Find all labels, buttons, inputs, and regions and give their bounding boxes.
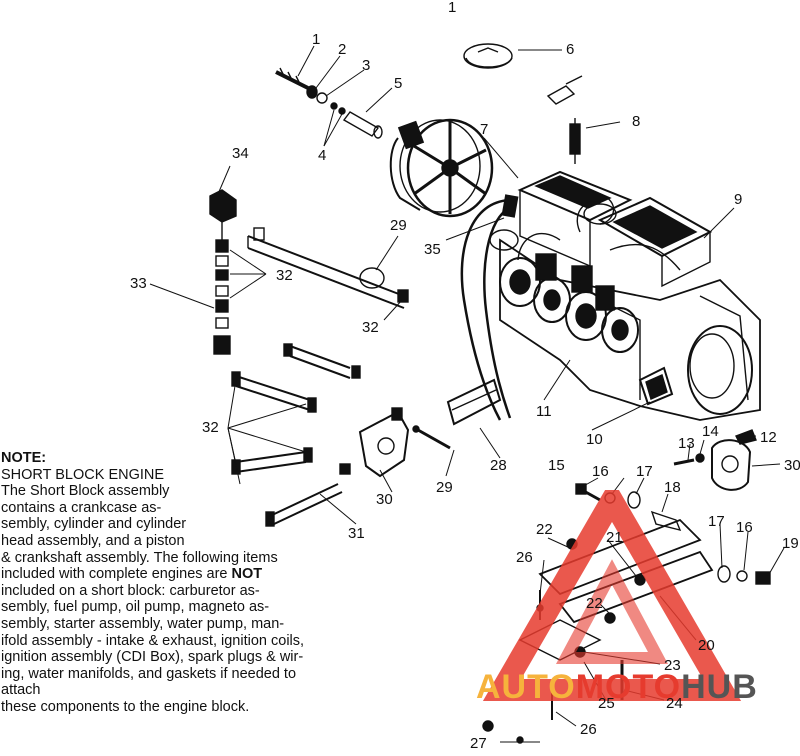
callout-20: 20 (698, 637, 715, 654)
note-line: sembly, cylinder and cylinder (1, 516, 187, 533)
note-line: included with complete engines are NOT (1, 566, 331, 583)
callout-26-lower: 26 (580, 721, 597, 738)
spark-plug-parts (546, 75, 583, 164)
callout-1: 1 (312, 31, 321, 48)
callout-12: 12 (760, 429, 777, 446)
callout-6: 6 (566, 41, 575, 58)
callout-29-lower: 29 (436, 479, 453, 496)
callout-28: 28 (490, 457, 507, 474)
note-line: these components to the engine block. (1, 698, 250, 715)
right-pump (673, 429, 757, 491)
callout-16-lower: 16 (736, 519, 753, 536)
watermark-moto: MOTO (575, 668, 682, 706)
callout-33: 33 (130, 275, 147, 292)
callout-25: 25 (598, 695, 615, 712)
engine-block (489, 170, 761, 421)
note-line: sembly, fuel pump, oil pump, magneto as- (1, 599, 270, 616)
lower-hoses (231, 371, 410, 527)
callout-3: 3 (362, 57, 371, 74)
callout-2: 2 (338, 41, 347, 58)
bolt-assembly (275, 67, 383, 139)
callout-32-middle: 32 (362, 319, 379, 336)
callout-19: 19 (782, 535, 799, 552)
callout-30-right: 30 (784, 457, 800, 474)
callout-16-upper: 16 (592, 463, 609, 480)
note-line: head assembly, and a piston (1, 532, 185, 549)
callout-13: 13 (678, 435, 695, 452)
callout-32-lower: 32 (202, 419, 219, 436)
ignition-box (446, 378, 502, 426)
callout-31: 31 (348, 525, 365, 542)
note-line: included on a short block: carburetor as… (1, 582, 260, 599)
note-line: & crankshaft assembly. The following ite… (1, 549, 278, 566)
note-line: SHORT BLOCK ENGINE (1, 466, 165, 483)
note-line: ifold assembly - intake & exhaust, ignit… (1, 632, 305, 649)
watermark-hub: HUB (681, 668, 758, 706)
short-block-note: NOTE: SHORT BLOCK ENGINE The Short Block… (1, 450, 331, 716)
callout-30-left: 30 (376, 491, 393, 508)
callout-15: 15 (548, 457, 565, 474)
callout-18: 18 (664, 479, 681, 496)
callout-27: 27 (470, 735, 487, 752)
callout-23: 23 (664, 657, 681, 674)
watermark-auto: AUTO (476, 668, 576, 706)
note-line: contains a crankcase as- (1, 499, 162, 516)
note-line-text: included with complete engines are (1, 566, 228, 583)
callout-14: 14 (702, 423, 719, 440)
callout-8: 8 (632, 113, 641, 130)
note-line: sembly, starter assembly, water pump, ma… (1, 615, 285, 632)
watermark-logo-mark (482, 490, 742, 701)
water-pump-assembly (209, 189, 409, 379)
callout-22-upper: 22 (536, 521, 553, 538)
plug-wires (460, 194, 519, 421)
callout-29-upper: 29 (390, 217, 407, 234)
page-number: 1 (448, 0, 457, 16)
callout-5: 5 (394, 75, 403, 92)
cap-part (463, 43, 513, 69)
callout-21: 21 (606, 529, 623, 546)
callout-32-upper: 32 (276, 267, 293, 284)
watermark-text: AUTOMOTOHUB (476, 670, 758, 704)
callout-4: 4 (318, 147, 327, 164)
note-title: NOTE: (1, 450, 47, 466)
callout-10: 10 (586, 431, 603, 448)
callout-17-upper: 17 (636, 463, 653, 480)
callout-7: 7 (480, 121, 489, 138)
callout-22-lower: 22 (586, 595, 603, 612)
callout-24: 24 (666, 695, 683, 712)
callout-34: 34 (232, 145, 249, 162)
note-line: ing, water manifolds, and gaskets if nee… (1, 665, 297, 699)
stud-29 (412, 425, 451, 450)
note-line: ignition assembly (CDI Box), spark plugs… (1, 649, 304, 666)
callout-17-lower: 17 (708, 513, 725, 530)
callout-11: 11 (536, 403, 552, 420)
note-emphasis: NOT (231, 566, 263, 583)
callout-26-upper: 26 (516, 549, 533, 566)
note-line: The Short Block assembly (1, 483, 170, 500)
callout-35: 35 (424, 241, 441, 258)
flywheel (389, 118, 494, 218)
callout-9: 9 (734, 191, 743, 208)
